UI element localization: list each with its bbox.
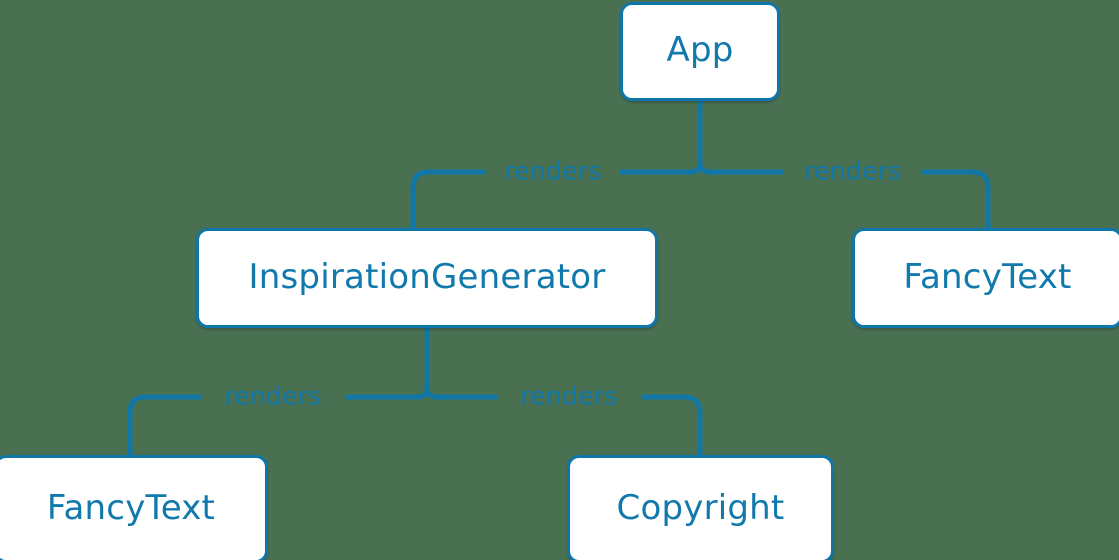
- node-app[interactable]: App: [620, 2, 780, 101]
- node-inspiration-generator-label: InspirationGenerator: [248, 256, 606, 297]
- node-copyright-label: Copyright: [616, 487, 785, 528]
- edge-inspiration-junction-left: [416, 390, 430, 400]
- edge-app-junction-right: [697, 165, 711, 175]
- node-fancytext-right[interactable]: FancyText: [852, 228, 1119, 328]
- edge-label-app-inspiration: renders: [504, 156, 602, 186]
- node-copyright[interactable]: Copyright: [567, 455, 834, 560]
- edge-app-inspiration-corner: [410, 169, 429, 228]
- edge-inspiration-copyright-corner: [684, 394, 703, 455]
- edge-inspiration-junction-right: [424, 390, 438, 400]
- node-fancytext-right-label: FancyText: [903, 256, 1072, 297]
- edge-app-fancytext-corner: [971, 169, 991, 228]
- node-app-label: App: [666, 30, 734, 70]
- edge-inspiration-fancytext-corner: [127, 394, 146, 455]
- edge-label-inspiration-copyright: renders: [520, 381, 618, 411]
- node-fancytext-bottom[interactable]: FancyText: [0, 455, 268, 560]
- edge-app-junction-left: [689, 165, 703, 175]
- edge-label-inspiration-fancytext: renders: [224, 381, 322, 411]
- node-inspiration-generator[interactable]: InspirationGenerator: [196, 228, 658, 328]
- edge-label-app-fancytext: renders: [804, 156, 902, 186]
- node-fancytext-bottom-label: FancyText: [46, 487, 216, 528]
